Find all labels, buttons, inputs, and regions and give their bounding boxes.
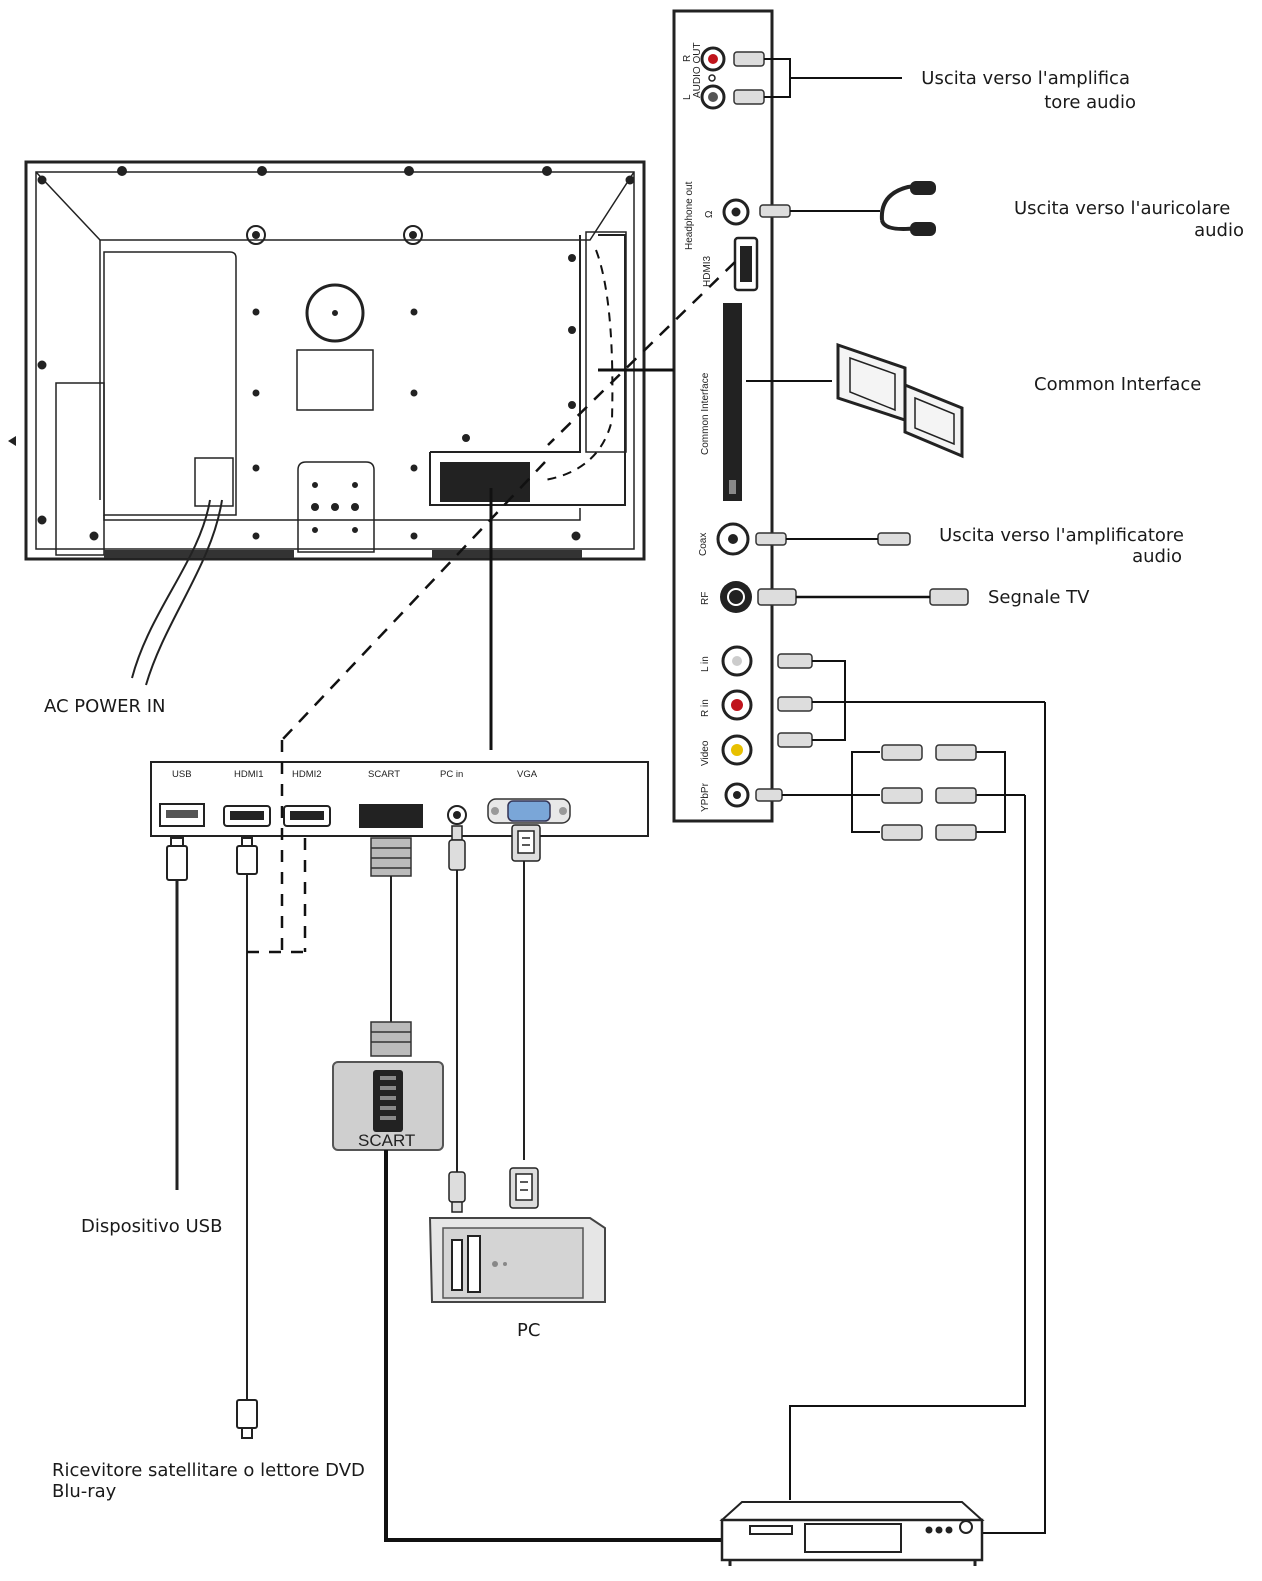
av-in-bracket xyxy=(812,660,846,741)
side-label-video: Video xyxy=(700,740,711,766)
label-receiver-line2: Blu-ray xyxy=(52,1481,117,1502)
label-amp-out-1-line1: Uscita verso l'amplifica xyxy=(921,68,1130,89)
usb-cable xyxy=(166,837,188,1190)
scart-port xyxy=(359,804,423,828)
av-in-cable xyxy=(982,702,1046,1534)
label-usb-device: Dispositivo USB xyxy=(81,1216,223,1237)
headphone-symbol-icon: Ω xyxy=(704,210,715,218)
side-label-ypbpr: YPbPr xyxy=(700,782,711,812)
receiver-icon xyxy=(719,1501,985,1566)
component-plugs xyxy=(881,744,977,841)
scart-to-receiver-cable xyxy=(384,1150,722,1542)
label-ac-power: AC POWER IN xyxy=(44,696,166,717)
side-label-hdmi3: HDMI3 xyxy=(702,255,713,287)
ci-slot xyxy=(723,303,742,501)
label-tv-signal: Segnale TV xyxy=(988,587,1090,608)
pc-tower-icon xyxy=(428,1217,606,1303)
side-label-audio-out: AUDIO OUT xyxy=(692,42,703,98)
side-label-rf: RF xyxy=(700,592,711,605)
label-amp-out-2-line1: Uscita verso l'amplificatore xyxy=(939,525,1184,546)
tv-vent-bottom-left xyxy=(104,550,294,558)
coax-plugs xyxy=(755,532,911,546)
rf-plugs xyxy=(757,588,969,606)
side-label-audio-l: L xyxy=(682,94,693,100)
headphone-plug xyxy=(759,204,791,218)
scart-cable xyxy=(370,837,412,1057)
ci-card-icon xyxy=(836,342,964,459)
label-amp-out-2-line2: audio xyxy=(1132,546,1182,567)
port-label-hdmi2: HDMI2 xyxy=(292,769,322,780)
side-label-ci: Common Interface xyxy=(700,372,711,455)
tv-connector-block xyxy=(440,462,530,502)
side-label-r-in: R in xyxy=(700,699,711,717)
port-label-usb: USB xyxy=(172,769,192,780)
tv-vent-bottom-right xyxy=(432,550,582,558)
side-label-coax: Coax xyxy=(698,533,709,556)
port-label-vga: VGA xyxy=(517,769,538,780)
side-arrow-icon xyxy=(8,436,16,446)
ypbpr-cable xyxy=(789,795,1026,1500)
port-label-pc-in: PC in xyxy=(440,769,463,780)
hdmi2-dashed-cable xyxy=(247,740,307,954)
vga-cable xyxy=(509,824,541,1209)
vga-port xyxy=(487,798,571,824)
label-pc: PC xyxy=(517,1320,541,1341)
side-label-headphone: Headphone out xyxy=(684,181,695,250)
side-label-l-in: L in xyxy=(700,656,711,672)
hdmi3-dashed-link xyxy=(547,261,736,446)
port-label-hdmi1: HDMI1 xyxy=(234,769,264,780)
pc-in-cable xyxy=(448,825,466,1213)
port-label-scart: SCART xyxy=(368,769,400,780)
power-cable xyxy=(131,499,223,686)
scart-box-label: SCART xyxy=(358,1131,415,1150)
label-amp-out-1-line2: tore audio xyxy=(1044,92,1136,113)
rf-jack xyxy=(720,581,752,613)
hdmi1-cable xyxy=(236,837,258,1439)
bottom-panel-dashed-link xyxy=(281,461,546,741)
av-in-plugs xyxy=(755,653,813,802)
tv-back xyxy=(24,160,646,561)
label-headphone-line1: Uscita verso l'auricolare xyxy=(1014,198,1231,219)
label-headphone-line2: audio xyxy=(1194,220,1244,241)
headphones-icon xyxy=(879,181,936,236)
tv-dashed-outline xyxy=(544,249,614,481)
label-common-interface: Common Interface xyxy=(1034,374,1202,395)
side-label-audio-r: R xyxy=(682,55,693,62)
label-receiver-line1: Ricevitore satellitare o lettore DVD xyxy=(52,1460,365,1481)
